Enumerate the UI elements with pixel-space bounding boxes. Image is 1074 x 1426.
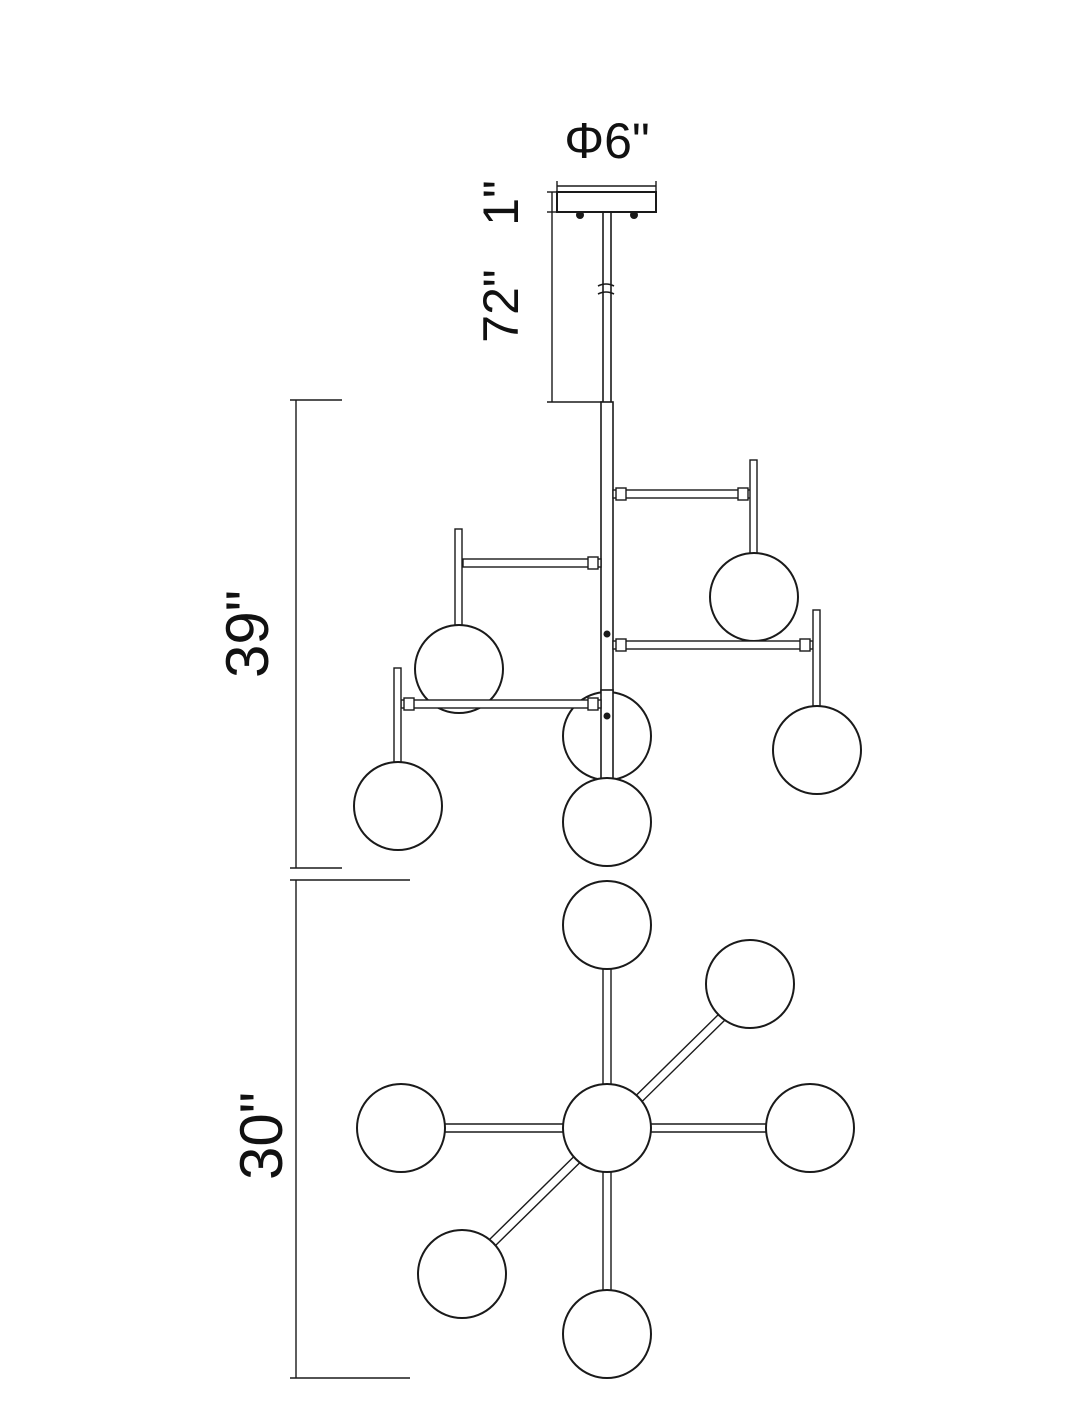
globe [705,939,795,1029]
canopy-screw-left [576,211,584,219]
globe [562,777,652,867]
arm-right-upper [612,459,799,642]
canopy-plate [556,191,657,213]
globe [417,1229,507,1319]
canopy-diameter-label: Φ6" [564,113,649,169]
canopy-height-label: 1" [473,180,529,226]
globe [765,1083,855,1173]
height-dimension: 39" [214,399,342,869]
arm-right-lower [612,609,862,795]
width-dimension: 30" [228,879,410,1379]
arm-left-lower [353,667,602,851]
canopy-screw-right [630,211,638,219]
globe [356,1083,446,1173]
globe [709,552,799,642]
canopy-diameter-dimension: Φ6" [556,113,657,192]
globe [562,880,652,970]
stem-joint [603,630,611,638]
rod-dimension: 1" 72" [473,180,603,403]
fixture-height-label: 39" [214,590,281,678]
side-view [353,401,862,867]
suspension-rod [597,212,615,402]
rod-length-label: 72" [473,269,529,342]
canopy [556,191,657,219]
globe [772,705,862,795]
top-view [356,880,855,1379]
globe [414,624,504,714]
globe [353,761,443,851]
stem-joint [603,712,611,720]
globe [562,1289,652,1379]
globe-center [562,1083,652,1173]
fixture-width-label: 30" [228,1092,295,1180]
arm-left-upper [414,528,602,714]
